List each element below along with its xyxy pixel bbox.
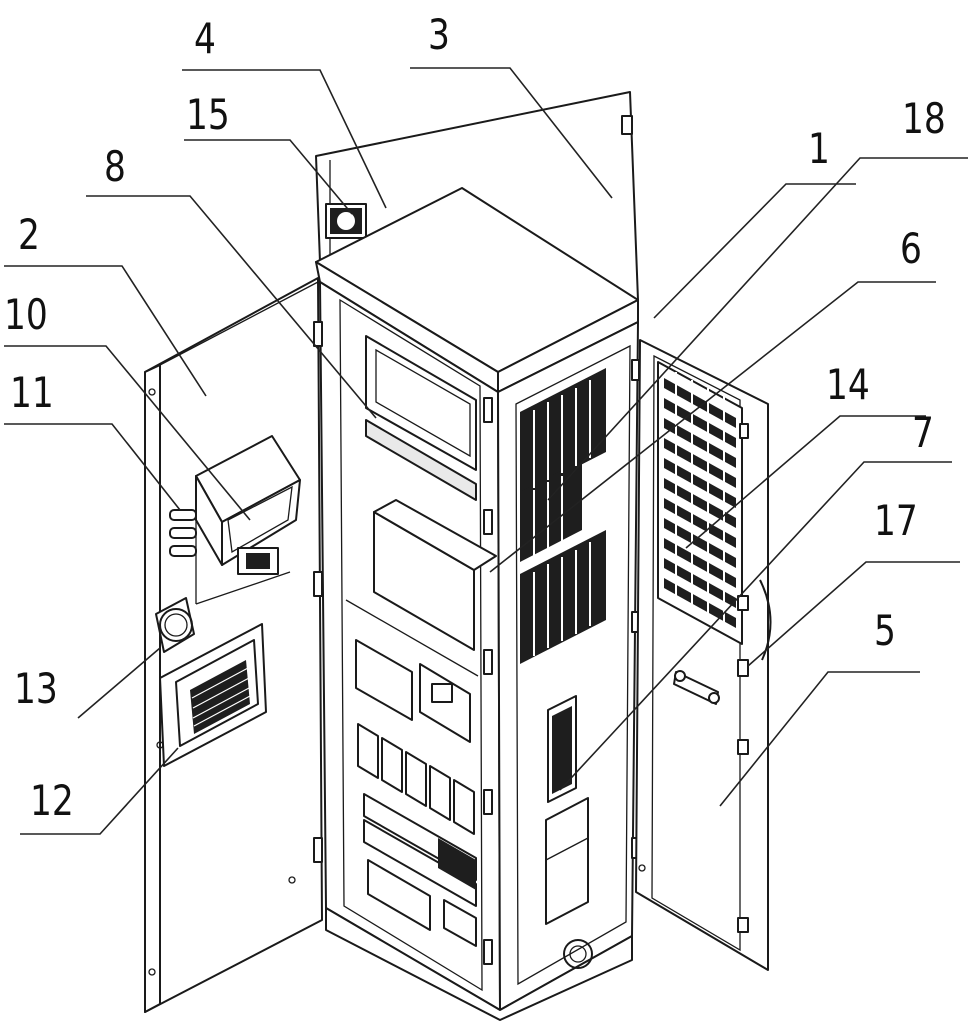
callout-5: 5 — [874, 606, 896, 655]
terminal-lugs — [169, 509, 197, 557]
right-door — [635, 339, 772, 971]
callout-11: 11 — [10, 368, 54, 417]
callout-7: 7 — [912, 408, 934, 457]
hmi-box — [195, 435, 301, 605]
callout-1: 1 — [808, 124, 830, 173]
callout-3: 3 — [428, 10, 450, 59]
callout-18: 18 — [902, 94, 946, 143]
callout-6: 6 — [900, 224, 922, 273]
callout-14: 14 — [826, 360, 870, 409]
callout-8: 8 — [104, 142, 126, 191]
leader-lines — [4, 67, 968, 835]
callout-10: 10 — [4, 290, 48, 339]
callout-2: 2 — [18, 210, 40, 259]
interior-breakers — [355, 639, 477, 947]
power-modules — [520, 368, 606, 925]
door-fan — [155, 597, 195, 653]
callout-15: 15 — [186, 90, 230, 139]
callout-17: 17 — [874, 496, 918, 545]
callout-4: 4 — [194, 14, 216, 63]
door-vent — [159, 623, 267, 767]
callout-13: 13 — [14, 664, 58, 713]
callout-12: 12 — [30, 776, 74, 825]
interior-panels — [345, 335, 497, 677]
